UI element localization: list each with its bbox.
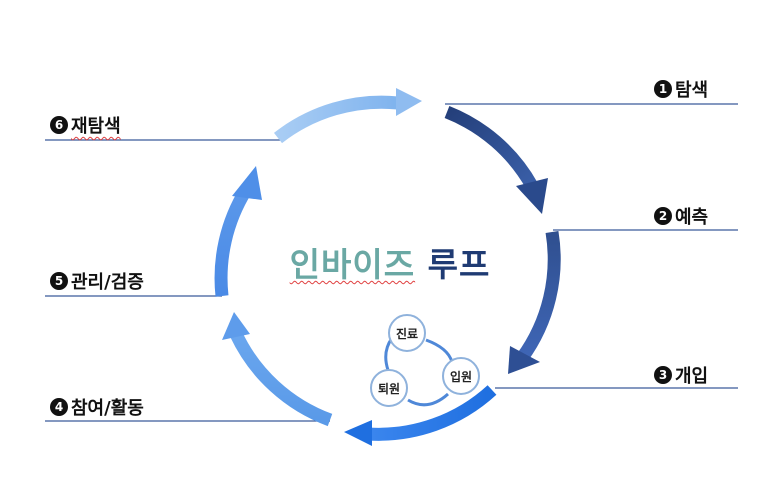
step-number-badge: 4 [50,398,68,416]
step-label-text: 재탐색 [71,116,121,137]
arc-segments [214,95,561,441]
step-label-1: 1 탐색 [654,76,708,102]
step-number-badge: 3 [654,366,672,384]
title-part-1: 인바이즈 [289,245,416,284]
connector-ipwon-toewon [407,392,450,407]
inner-node-ipwon: 입원 [442,357,480,395]
connector-jinryo-ipwon [425,338,454,363]
step-label-3: 3 개입 [654,362,708,388]
step-label-text: 예측 [675,207,709,228]
arc-step-5 [214,186,252,297]
step-label-text: 관리/검증 [71,272,144,293]
step-number-badge: 6 [50,116,68,134]
arrowhead-step-5 [232,166,262,200]
step-label-4: 4 참여/활동 [50,394,144,420]
step-label-text: 탐색 [675,80,709,101]
arc-step-3 [367,385,497,441]
step-number-badge: 2 [654,207,672,225]
diagram-title: 인바이즈 루프 [270,238,510,286]
arc-step-2 [516,230,561,362]
inner-node-label: 진료 [395,326,419,341]
arrowhead-step-3 [344,420,372,446]
step-number-badge: 5 [50,272,68,290]
arc-step-1 [444,105,538,190]
step-label-6: 6 재탐색 [50,112,121,138]
step-label-text: 개입 [675,366,709,387]
arrowhead-step-6 [396,88,422,116]
step-label-2: 2 예측 [654,203,708,229]
inner-node-jinryo: 진료 [388,314,426,352]
arc-step-4 [230,331,333,427]
arrowhead-step-4 [222,312,250,340]
inner-node-toewon: 퇴원 [370,369,408,407]
step-label-text: 참여/활동 [71,398,144,419]
title-part-2: 루프 [427,245,491,284]
step-label-5: 5 관리/검증 [50,268,144,294]
arrow-heads [222,88,548,446]
leader-lines [45,103,738,422]
step-number-badge: 1 [654,80,672,98]
arrowhead-step-1 [516,178,548,214]
arc-step-6 [273,95,399,144]
inner-node-label: 퇴원 [377,381,401,396]
arrowhead-step-2 [508,346,540,374]
inner-node-label: 입원 [449,369,473,384]
